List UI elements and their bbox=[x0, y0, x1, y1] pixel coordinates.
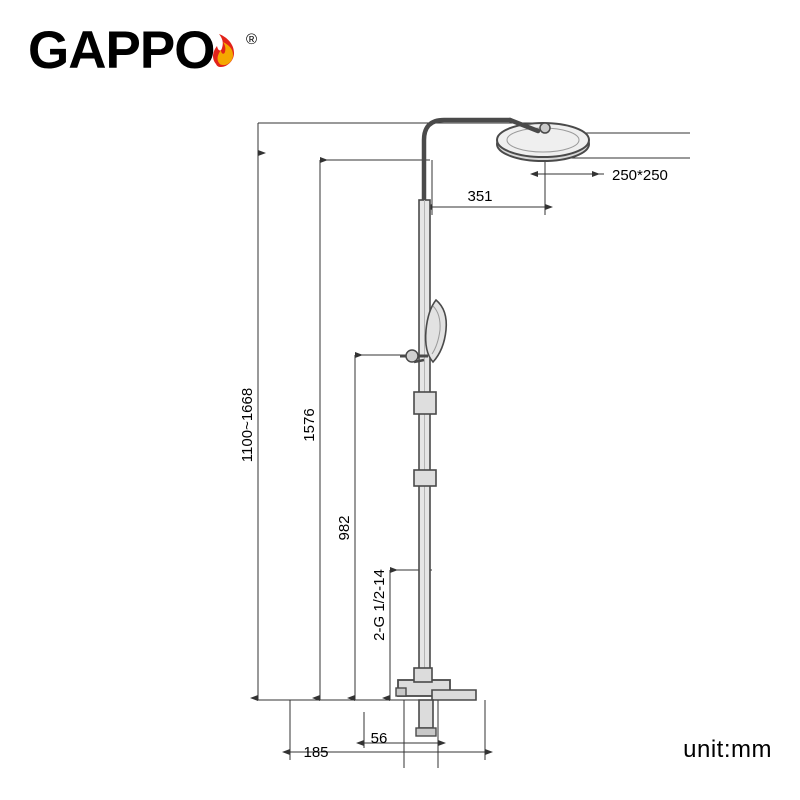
dimension-label-thread: 2-G 1/2-14 bbox=[371, 569, 388, 641]
dimension-label-overall-height: 1100~1668 bbox=[239, 388, 256, 462]
dimension-label-56: 56 bbox=[371, 730, 388, 747]
brand-logo: GAPPO ® bbox=[28, 18, 288, 88]
flame-icon bbox=[213, 34, 234, 67]
dimension-arrows bbox=[250, 133, 604, 755]
unit-label: unit:mm bbox=[683, 736, 772, 763]
shower-fixture bbox=[395, 117, 590, 737]
dimension-label-982: 982 bbox=[336, 515, 353, 540]
logo-svg: GAPPO ® bbox=[28, 21, 257, 80]
dimension-label-head-size: 250*250 bbox=[612, 167, 668, 184]
brand-name: GAPPO bbox=[28, 21, 214, 80]
registered-mark: ® bbox=[246, 31, 257, 48]
extension-lines bbox=[257, 122, 690, 768]
dimension-label-185: 185 bbox=[303, 744, 328, 761]
dimension-label-1576: 1576 bbox=[301, 408, 318, 441]
dimension-label-reach: 351 bbox=[467, 188, 492, 205]
